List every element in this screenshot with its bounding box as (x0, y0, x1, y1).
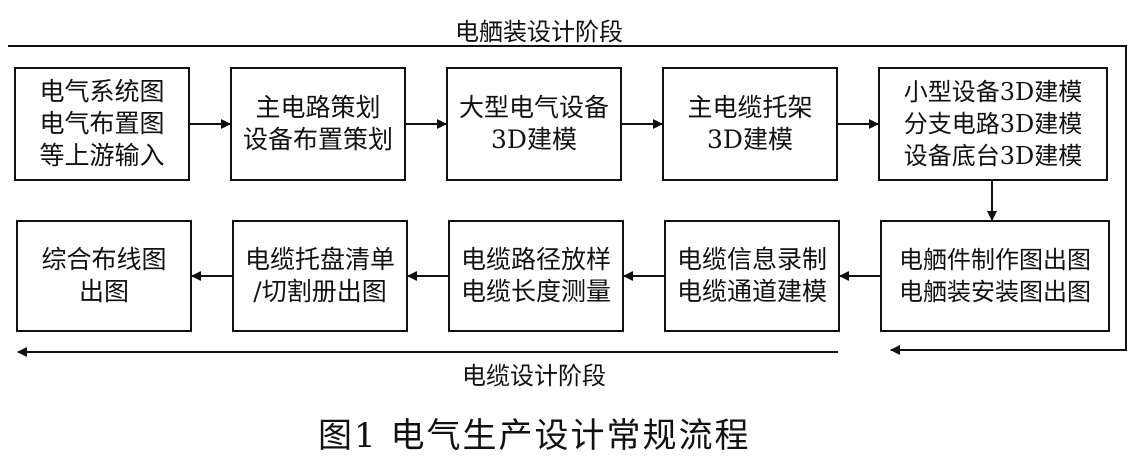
box-small-equipment-modeling: 小型设备3D建模 分支电路3D建模 设备底台3D建模 (878, 67, 1108, 181)
box-line: /切割册出图 (253, 277, 387, 306)
figure-caption: 图1 电气生产设计常规流程 (318, 416, 751, 456)
box-line: 电气布置图 (39, 109, 165, 138)
box-cable-tray-list: 电缆托盘清单 /切割册出图 (232, 220, 408, 332)
box-cable-info-recording: 电缆信息录制 电缆通道建模 (664, 220, 840, 332)
box-line: 电缆长度测量 (460, 277, 611, 306)
box-main-circuit-planning: 主电路策划 设备布置策划 (230, 67, 406, 181)
box-outfitting-drawings: 电舾件制作图出图 电舾装安装图出图 (880, 220, 1110, 332)
box-large-equipment-modeling: 大型电气设备 3D建模 (446, 67, 622, 181)
box-line: 3D建模 (491, 125, 577, 154)
box-line: 电舾件制作图出图 (899, 246, 1091, 274)
top-phase-label: 电舾装设计阶段 (455, 18, 623, 46)
box-line: 小型设备3D建模 (903, 78, 1083, 106)
box-line: 电缆托盘清单 (244, 245, 395, 274)
box-line: 等上游输入 (39, 141, 165, 170)
box-line: 大型电气设备 (458, 93, 609, 122)
box-line: 设备底台3D建模 (903, 142, 1083, 170)
top-phase-line (8, 45, 1127, 355)
box-line: 主电路策划 (255, 93, 381, 122)
box-main-cable-tray-modeling: 主电缆托架 3D建模 (662, 67, 838, 181)
box-line: 电气系统图 (39, 77, 165, 106)
box-line: 3D建模 (707, 125, 793, 154)
box-wiring-drawing: 综合布线图 出图 (16, 220, 192, 332)
box-line: 电缆通道建模 (676, 277, 827, 306)
box-line: 主电缆托架 (687, 93, 813, 122)
box-cable-routing: 电缆路径放样 电缆长度测量 (448, 220, 624, 332)
box-line: 电缆路径放样 (460, 245, 611, 274)
bottom-phase-label: 电缆设计阶段 (462, 362, 606, 390)
box-upstream-input: 电气系统图 电气布置图 等上游输入 (14, 67, 190, 181)
box-line: 综合布线图 (41, 245, 167, 274)
box-line: 分支电路3D建模 (903, 110, 1083, 138)
box-line: 电缆信息录制 (676, 245, 827, 274)
box-line: 电舾装安装图出图 (899, 278, 1091, 306)
box-line: 设备布置策划 (242, 125, 393, 154)
box-line: 出图 (78, 277, 129, 306)
